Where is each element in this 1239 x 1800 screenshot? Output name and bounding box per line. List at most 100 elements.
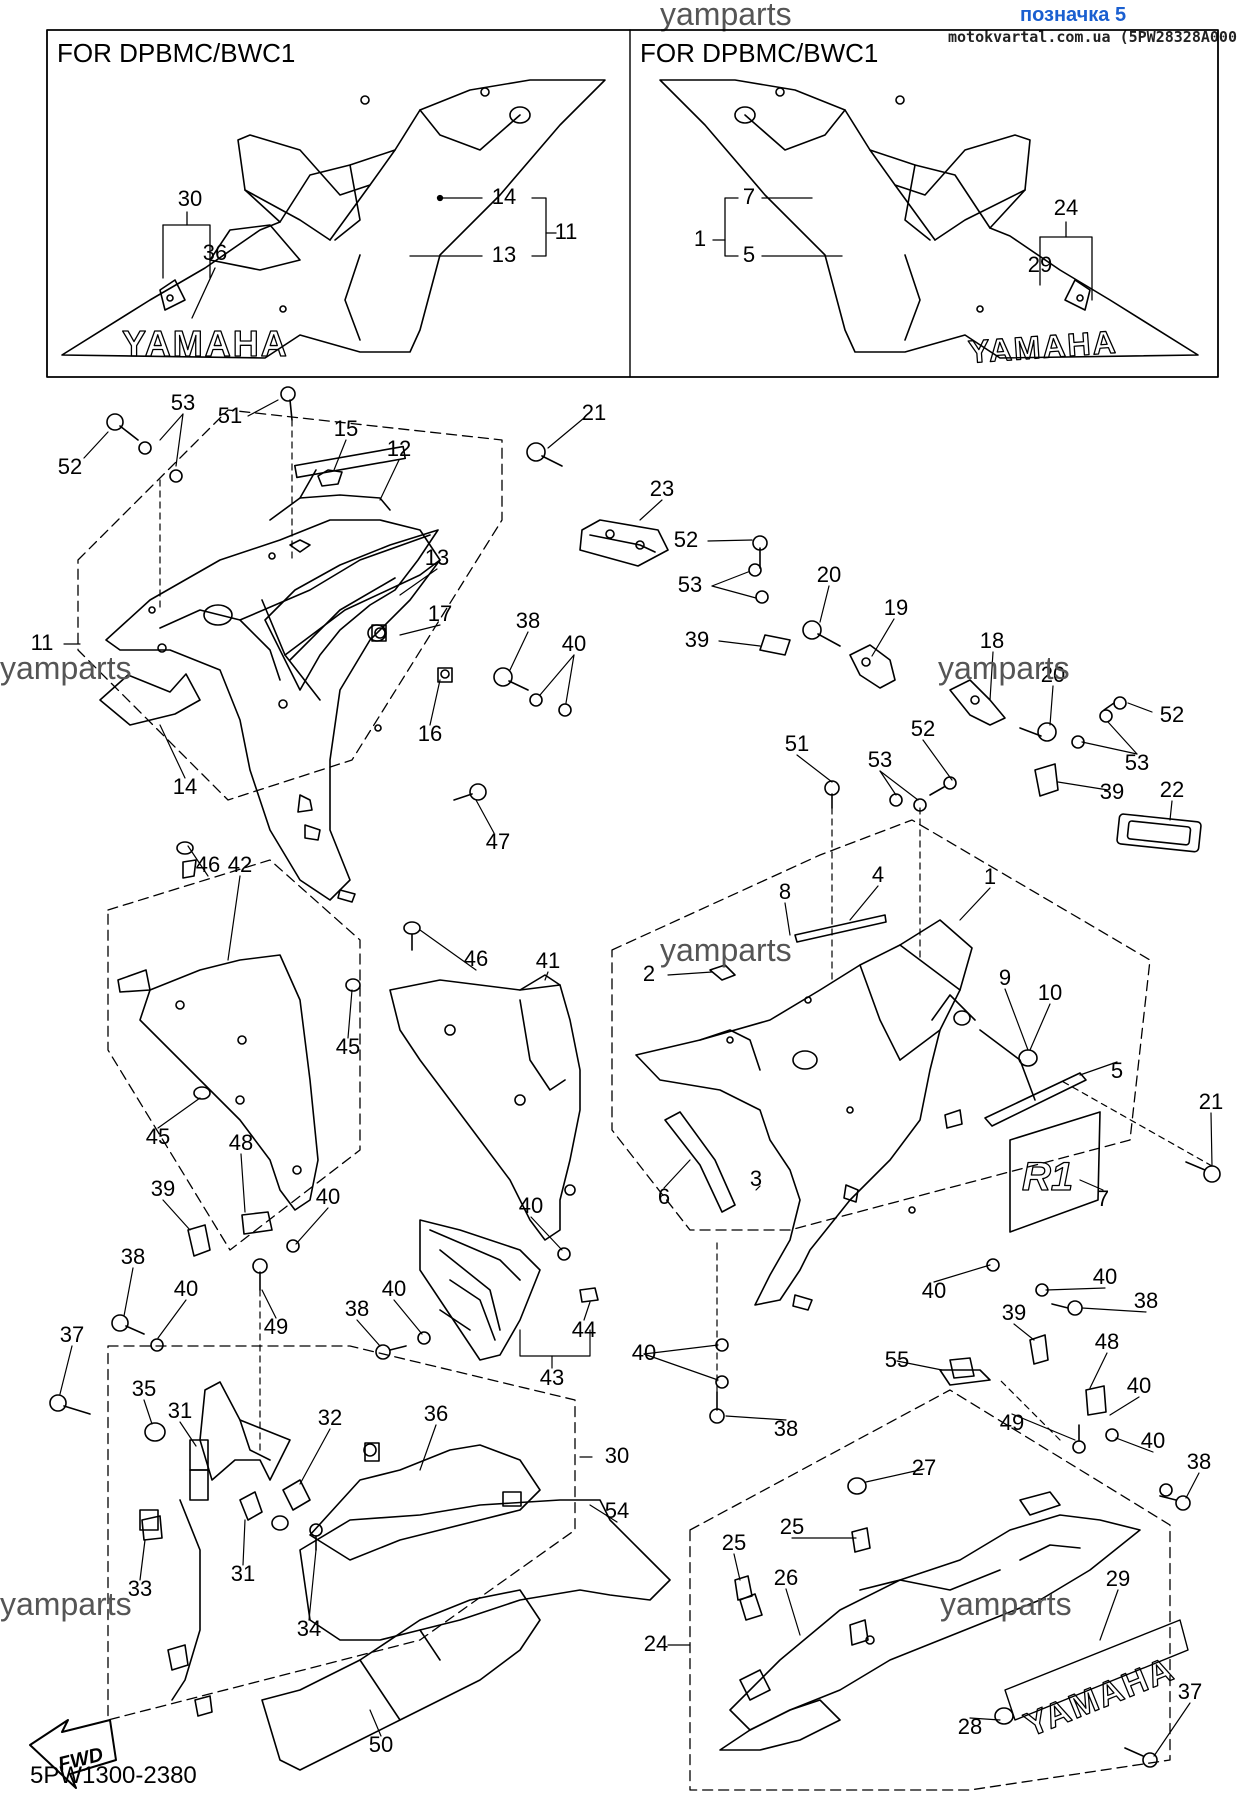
callout-number: 39	[685, 627, 709, 652]
callout-number: 21	[582, 400, 606, 425]
callout-number: 30	[178, 186, 202, 211]
fasteners	[49, 386, 1221, 1768]
callout-number: 31	[168, 1398, 192, 1423]
callout-number: 42	[228, 852, 252, 877]
callout-number: 5	[743, 242, 755, 267]
callout-number: 39	[1002, 1300, 1026, 1325]
callout-number: 32	[318, 1405, 342, 1430]
inset-right-title: FOR DPBMC/BWC1	[640, 38, 879, 68]
diagram-code: 5PW1300-2380	[30, 1762, 197, 1789]
watermark: yamparts	[660, 932, 792, 968]
watermark: yamparts	[940, 1586, 1072, 1622]
callout-number: 38	[1134, 1288, 1158, 1313]
watermark: yamparts	[938, 650, 1070, 686]
callout-number: 31	[231, 1561, 255, 1586]
callout-number: 46	[464, 946, 488, 971]
inset-panels	[46, 29, 1219, 378]
callout-number: 40	[922, 1278, 946, 1303]
callout-number: 40	[632, 1340, 656, 1365]
callout-number: 39	[1100, 779, 1124, 804]
callout-number: 51	[218, 403, 242, 428]
watermark-top: yamparts	[660, 0, 792, 32]
callout-number: 41	[536, 948, 560, 973]
callout-number: 2	[643, 961, 655, 986]
callout-number: 8	[779, 879, 791, 904]
belly-panel-54-50	[261, 1499, 671, 1771]
callout-number: 11	[31, 630, 54, 655]
callout-number: 4	[872, 862, 884, 887]
watermark: yamparts	[0, 1586, 132, 1622]
callout-number: 40	[562, 631, 586, 656]
callout-number: 38	[516, 608, 540, 633]
callout-number: 52	[58, 454, 82, 479]
callout-number: 17	[428, 601, 452, 626]
lower-right-cowling-assembly	[689, 1357, 1189, 1791]
callout-number: 6	[658, 1184, 670, 1209]
callout-number: 40	[519, 1193, 543, 1218]
callout-number: 38	[1187, 1449, 1211, 1474]
callout-number: 40	[1127, 1373, 1151, 1398]
callout-number: 26	[774, 1565, 798, 1590]
source-label: motokvartal.com.ua (5PW28328A000)	[948, 28, 1239, 46]
callout-number: 15	[334, 416, 358, 441]
callout-number: 1	[694, 226, 706, 251]
callout-number: 52	[674, 527, 698, 552]
callout-number: 5	[1111, 1058, 1123, 1083]
callout-number: 53	[868, 747, 892, 772]
svg-text:R1: R1	[1022, 1155, 1073, 1199]
callout-number: 40	[174, 1276, 198, 1301]
upper-left-panel-assembly	[77, 409, 503, 903]
inset-left-leaders	[162, 194, 557, 319]
callout-number: 1	[984, 864, 996, 889]
callout-number: 40	[1093, 1264, 1117, 1289]
callout-number: 11	[555, 219, 578, 244]
callout-number: 14	[492, 184, 516, 209]
callout-number: 52	[911, 716, 935, 741]
callout-number: 30	[605, 1443, 629, 1468]
callout-number: 45	[146, 1124, 170, 1149]
lower-left-cowling-assembly	[107, 1345, 576, 1721]
callout-number: 39	[151, 1176, 175, 1201]
callout-number: 46	[196, 852, 220, 877]
inset-left-title: FOR DPBMC/BWC1	[57, 38, 296, 68]
callout-number: 29	[1106, 1566, 1130, 1591]
callout-number: 3	[750, 1166, 762, 1191]
inset-left-yamaha-decal: YAMAHA	[122, 323, 289, 364]
lower-right-yamaha-decal: YAMAHA	[1019, 1650, 1180, 1744]
callout-number: 43	[540, 1365, 564, 1390]
middle-right-cowling-assembly	[611, 819, 1151, 1311]
callout-number: 18	[980, 628, 1004, 653]
callout-number: 12	[387, 436, 411, 461]
inset-right-leaders	[712, 197, 1093, 301]
callout-number: 24	[1054, 195, 1078, 220]
callout-number: 40	[1141, 1428, 1165, 1453]
callout-number: 25	[722, 1530, 746, 1555]
callout-number: 23	[650, 476, 674, 501]
middle-panel-41	[389, 974, 581, 1241]
part-7-r1-decal: R1	[1009, 1111, 1101, 1233]
callout-number: 10	[1038, 980, 1062, 1005]
inset-left-cowling	[61, 79, 606, 359]
callout-number: 21	[1199, 1089, 1223, 1114]
callout-number: 44	[572, 1317, 596, 1342]
callout-number: 33	[128, 1576, 152, 1601]
bracket-parts-top	[579, 519, 1202, 853]
part-6-5-strips	[664, 914, 1087, 1213]
callout-number: 27	[912, 1455, 936, 1480]
callout-number: 20	[817, 562, 841, 587]
callout-number: 38	[774, 1416, 798, 1441]
callout-number: 38	[345, 1296, 369, 1321]
callout-number: 7	[743, 184, 755, 209]
callout-number: 13	[492, 242, 516, 267]
callout-number: 47	[486, 829, 510, 854]
callout-number: 20	[1041, 662, 1065, 687]
callout-number: 13	[425, 545, 449, 570]
callout-number: 28	[958, 1714, 982, 1739]
callout-number: 48	[229, 1130, 253, 1155]
callout-number: 35	[132, 1376, 156, 1401]
part-13-panel	[264, 529, 439, 691]
callout-number: 52	[1160, 702, 1184, 727]
tag-label: позначка 5	[1020, 4, 1127, 26]
